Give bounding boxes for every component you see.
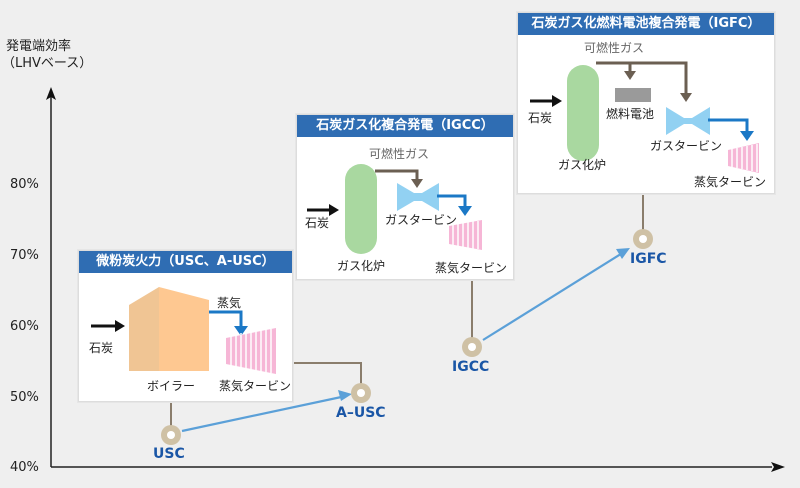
label-coal: 石炭: [89, 341, 114, 355]
label-combustible-gas: 可燃性ガス: [369, 147, 430, 161]
y-tick-70: 70%: [10, 248, 39, 263]
gas-arrow-icon: [596, 61, 692, 102]
panel-igcc: 石炭ガス化複合発電（IGCC） 可燃性ガス 石炭 ガスタービン ガス化炉 蒸気タ…: [296, 114, 514, 280]
x-axis-arrow-icon: [771, 462, 785, 472]
arrow-head-igfc-icon: [616, 248, 630, 259]
coal-arrow-icon: [530, 95, 562, 107]
label-steam-turbine: 蒸気タービン: [219, 379, 292, 393]
label-gas-turbine: ガスタービン: [385, 213, 458, 227]
label-steam: 蒸気: [217, 296, 242, 310]
gas-arrow-icon: [375, 169, 423, 188]
label-combustible-gas: 可燃性ガス: [584, 41, 645, 55]
panel-igfc: 石炭ガス化燃料電池複合発電（IGFC） 可燃性ガス 石炭: [517, 12, 775, 194]
arrow-head-ausc-icon: [338, 390, 352, 401]
y-axis-arrow-icon: [46, 87, 56, 100]
node-label-usc: USC: [153, 446, 185, 462]
panel-igfc-title: 石炭ガス化燃料電池複合発電（IGFC）: [518, 13, 774, 35]
label-gas-turbine: ガスタービン: [650, 139, 723, 153]
y-tick-60: 60%: [10, 319, 39, 334]
y-tick-80: 80%: [10, 177, 39, 192]
panel-igcc-title: 石炭ガス化複合発電（IGCC）: [297, 115, 513, 137]
coal-arrow-icon: [91, 320, 125, 332]
boiler-icon: [129, 287, 209, 371]
steam-turbine-icon: [728, 143, 759, 173]
steam-turbine-icon: [226, 328, 276, 374]
fuel-cell-icon: [615, 88, 651, 102]
node-usc-marker: [161, 425, 181, 445]
label-coal: 石炭: [528, 111, 553, 125]
panel-usc: 微粉炭火力（USC、A-USC） 石炭 蒸気: [78, 250, 293, 402]
label-steam-turbine: 蒸気タービン: [694, 175, 767, 189]
node-igcc-marker: [462, 337, 482, 357]
label-fuel-cell: 燃料電池: [606, 107, 655, 121]
y-tick-40: 40%: [10, 460, 39, 475]
connector-a-usc: [292, 362, 362, 387]
gas-turbine-icon: [666, 107, 710, 135]
steam-turbine-icon: [449, 220, 482, 250]
steam-arrow-icon: [209, 310, 248, 336]
steam-arrow-icon: [708, 118, 754, 141]
arrow-igcc-to-igfc: [482, 251, 625, 341]
node-igfc-marker: [633, 229, 653, 249]
y-tick-50: 50%: [10, 390, 39, 405]
gasifier-icon: [345, 164, 377, 254]
y-axis-title-line2: （LHVベース）: [2, 56, 93, 71]
coal-arrow-icon: [307, 204, 339, 216]
label-coal: 石炭: [305, 216, 330, 230]
gas-turbine-icon: [397, 183, 439, 211]
y-axis-title-line1: 発電端効率: [6, 39, 72, 54]
igfc-diagram: [530, 61, 759, 173]
node-label-ausc: A–USC: [336, 405, 386, 421]
arrow-usc-to-ausc: [181, 394, 347, 433]
label-steam-turbine: 蒸気タービン: [435, 261, 508, 275]
label-boiler: ボイラー: [147, 379, 196, 393]
node-label-igcc: IGCC: [452, 359, 490, 375]
node-label-igfc: IGFC: [630, 251, 667, 267]
label-gasifier: ガス化炉: [337, 259, 386, 273]
y-axis-title: 発電端効率 （LHVベース）: [2, 38, 92, 72]
igcc-diagram: [307, 164, 482, 254]
panel-usc-title: 微粉炭火力（USC、A-USC）: [79, 251, 292, 273]
label-gasifier: ガス化炉: [558, 158, 607, 172]
node-ausc-marker: [351, 383, 371, 403]
usc-diagram: [91, 287, 276, 374]
steam-arrow-icon: [437, 194, 472, 216]
gasifier-icon: [567, 65, 599, 161]
